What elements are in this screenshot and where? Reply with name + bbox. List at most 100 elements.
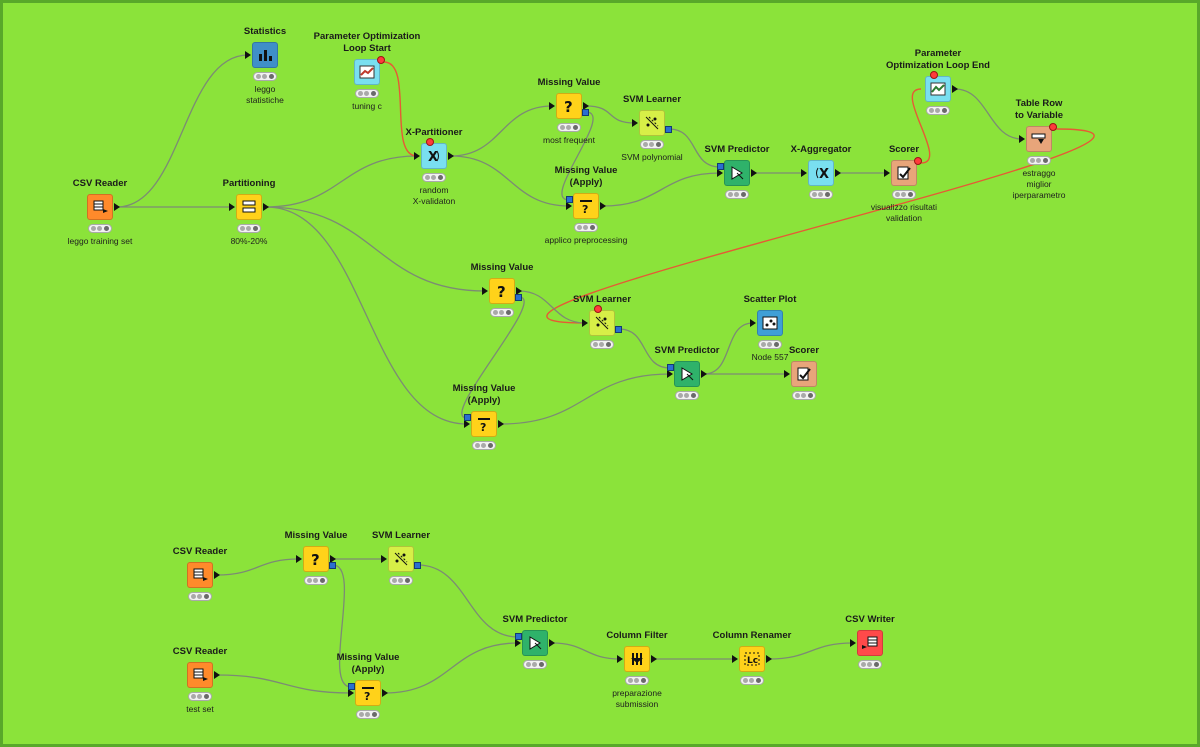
partition-icon[interactable] xyxy=(236,194,262,220)
connection-svm-learner-1-to-svm-predictor-1[interactable] xyxy=(668,128,721,168)
input-port[interactable] xyxy=(582,319,588,327)
output-port[interactable] xyxy=(549,639,555,647)
input-port[interactable] xyxy=(482,287,488,295)
output-port[interactable] xyxy=(583,102,589,110)
model-input-port[interactable] xyxy=(464,414,471,421)
model-input-port[interactable] xyxy=(515,633,522,640)
connection-svm-learner-2-to-svm-predictor-2[interactable] xyxy=(618,328,671,369)
model-input-port[interactable] xyxy=(566,196,573,203)
connection-table-row-var-to-svm-learner-2[interactable] xyxy=(546,128,1095,324)
input-port[interactable] xyxy=(784,370,790,378)
row-to-variable-icon[interactable] xyxy=(1026,126,1052,152)
flow-variable-input-port[interactable] xyxy=(426,138,434,146)
model-input-port[interactable] xyxy=(717,163,724,170)
input-port[interactable] xyxy=(381,555,387,563)
table-read-icon[interactable] xyxy=(187,662,213,688)
output-port[interactable] xyxy=(600,202,606,210)
connection-partitioning-to-missing-value-2[interactable] xyxy=(265,206,486,292)
connection-param-loop-end-to-table-row-var[interactable] xyxy=(954,88,1023,140)
table-read-icon[interactable] xyxy=(187,562,213,588)
input-port[interactable] xyxy=(1019,135,1025,143)
output-port[interactable] xyxy=(766,655,772,663)
connection-partitioning-to-missing-value-apply-2[interactable] xyxy=(265,206,468,425)
output-port[interactable] xyxy=(214,571,220,579)
input-port[interactable] xyxy=(750,319,756,327)
input-port[interactable] xyxy=(245,51,251,59)
connection-missing-value-3-to-missing-value-apply-3[interactable] xyxy=(332,564,352,688)
connection-missing-value-2-to-missing-value-apply-2[interactable] xyxy=(461,296,525,419)
output-port[interactable] xyxy=(751,169,757,177)
input-port[interactable] xyxy=(229,203,235,211)
apply-icon[interactable]: ? xyxy=(573,193,599,219)
output-port[interactable] xyxy=(263,203,269,211)
scorer-icon[interactable] xyxy=(791,361,817,387)
svm-icon[interactable] xyxy=(589,310,615,336)
flow-variable-output-port[interactable] xyxy=(914,157,922,165)
bar-chart-icon[interactable] xyxy=(252,42,278,68)
output-port[interactable] xyxy=(651,655,657,663)
table-read-icon[interactable] xyxy=(87,194,113,220)
input-port[interactable] xyxy=(884,169,890,177)
input-port[interactable] xyxy=(732,655,738,663)
connection-x-partitioner-to-missing-value-apply-1[interactable] xyxy=(450,155,570,207)
model-output-port[interactable] xyxy=(582,109,589,116)
input-port[interactable] xyxy=(549,102,555,110)
input-port[interactable] xyxy=(464,420,470,428)
connection-partitioning-to-x-partitioner[interactable] xyxy=(265,155,418,208)
connection-scorer-1-to-param-loop-end[interactable] xyxy=(911,88,931,164)
connection-csv-reader-3-to-missing-value-apply-3[interactable] xyxy=(216,674,352,694)
model-input-port[interactable] xyxy=(348,683,355,690)
output-port[interactable] xyxy=(448,152,454,160)
connection-csv-reader-2-to-missing-value-3[interactable] xyxy=(216,558,300,576)
input-port[interactable] xyxy=(515,639,521,647)
output-port[interactable] xyxy=(114,203,120,211)
model-input-port[interactable] xyxy=(667,364,674,371)
output-port[interactable] xyxy=(214,671,220,679)
input-port[interactable] xyxy=(801,169,807,177)
predictor-icon[interactable] xyxy=(522,630,548,656)
question-icon[interactable]: ? xyxy=(489,278,515,304)
output-port[interactable] xyxy=(952,85,958,93)
question-icon[interactable]: ? xyxy=(303,546,329,572)
model-output-port[interactable] xyxy=(615,326,622,333)
input-port[interactable] xyxy=(566,202,572,210)
flow-variable-output-port[interactable] xyxy=(377,56,385,64)
input-port[interactable] xyxy=(667,370,673,378)
input-port[interactable] xyxy=(348,689,354,697)
predictor-icon[interactable] xyxy=(724,160,750,186)
apply-icon[interactable]: ? xyxy=(355,680,381,706)
connection-missing-value-apply-1-to-svm-predictor-1[interactable] xyxy=(602,172,721,207)
connection-csv-reader-1-to-statistics[interactable] xyxy=(116,54,249,208)
input-port[interactable] xyxy=(414,152,420,160)
connection-svm-predictor-3-to-column-filter[interactable] xyxy=(551,642,621,660)
model-output-port[interactable] xyxy=(665,126,672,133)
connection-column-renamer-to-csv-writer[interactable] xyxy=(768,642,854,660)
flow-variable-input-port[interactable] xyxy=(594,305,602,313)
flow-variable-output-port[interactable] xyxy=(1049,123,1057,131)
question-icon[interactable]: ? xyxy=(556,93,582,119)
svm-icon[interactable] xyxy=(639,110,665,136)
input-port[interactable] xyxy=(296,555,302,563)
flow-variable-input-port[interactable] xyxy=(930,71,938,79)
loop-end-icon[interactable] xyxy=(925,76,951,102)
output-port[interactable] xyxy=(498,420,504,428)
model-output-port[interactable] xyxy=(515,294,522,301)
x-partition-icon[interactable]: X xyxy=(421,143,447,169)
output-port[interactable] xyxy=(701,370,707,378)
column-filter-icon[interactable] xyxy=(624,646,650,672)
output-port[interactable] xyxy=(516,287,522,295)
svm-icon[interactable] xyxy=(388,546,414,572)
scatter-icon[interactable] xyxy=(757,310,783,336)
connection-svm-predictor-2-to-scatter-plot[interactable] xyxy=(703,322,754,375)
model-output-port[interactable] xyxy=(414,562,421,569)
connection-missing-value-apply-2-to-svm-predictor-2[interactable] xyxy=(500,373,671,425)
column-rename-icon[interactable]: Lc xyxy=(739,646,765,672)
connection-svm-learner-3-to-svm-predictor-3[interactable] xyxy=(417,564,519,638)
output-port[interactable] xyxy=(330,555,336,563)
predictor-icon[interactable] xyxy=(674,361,700,387)
input-port[interactable] xyxy=(850,639,856,647)
connection-missing-value-1-to-svm-learner-1[interactable] xyxy=(585,105,636,124)
table-write-icon[interactable] xyxy=(857,630,883,656)
x-aggregate-icon[interactable]: X xyxy=(808,160,834,186)
